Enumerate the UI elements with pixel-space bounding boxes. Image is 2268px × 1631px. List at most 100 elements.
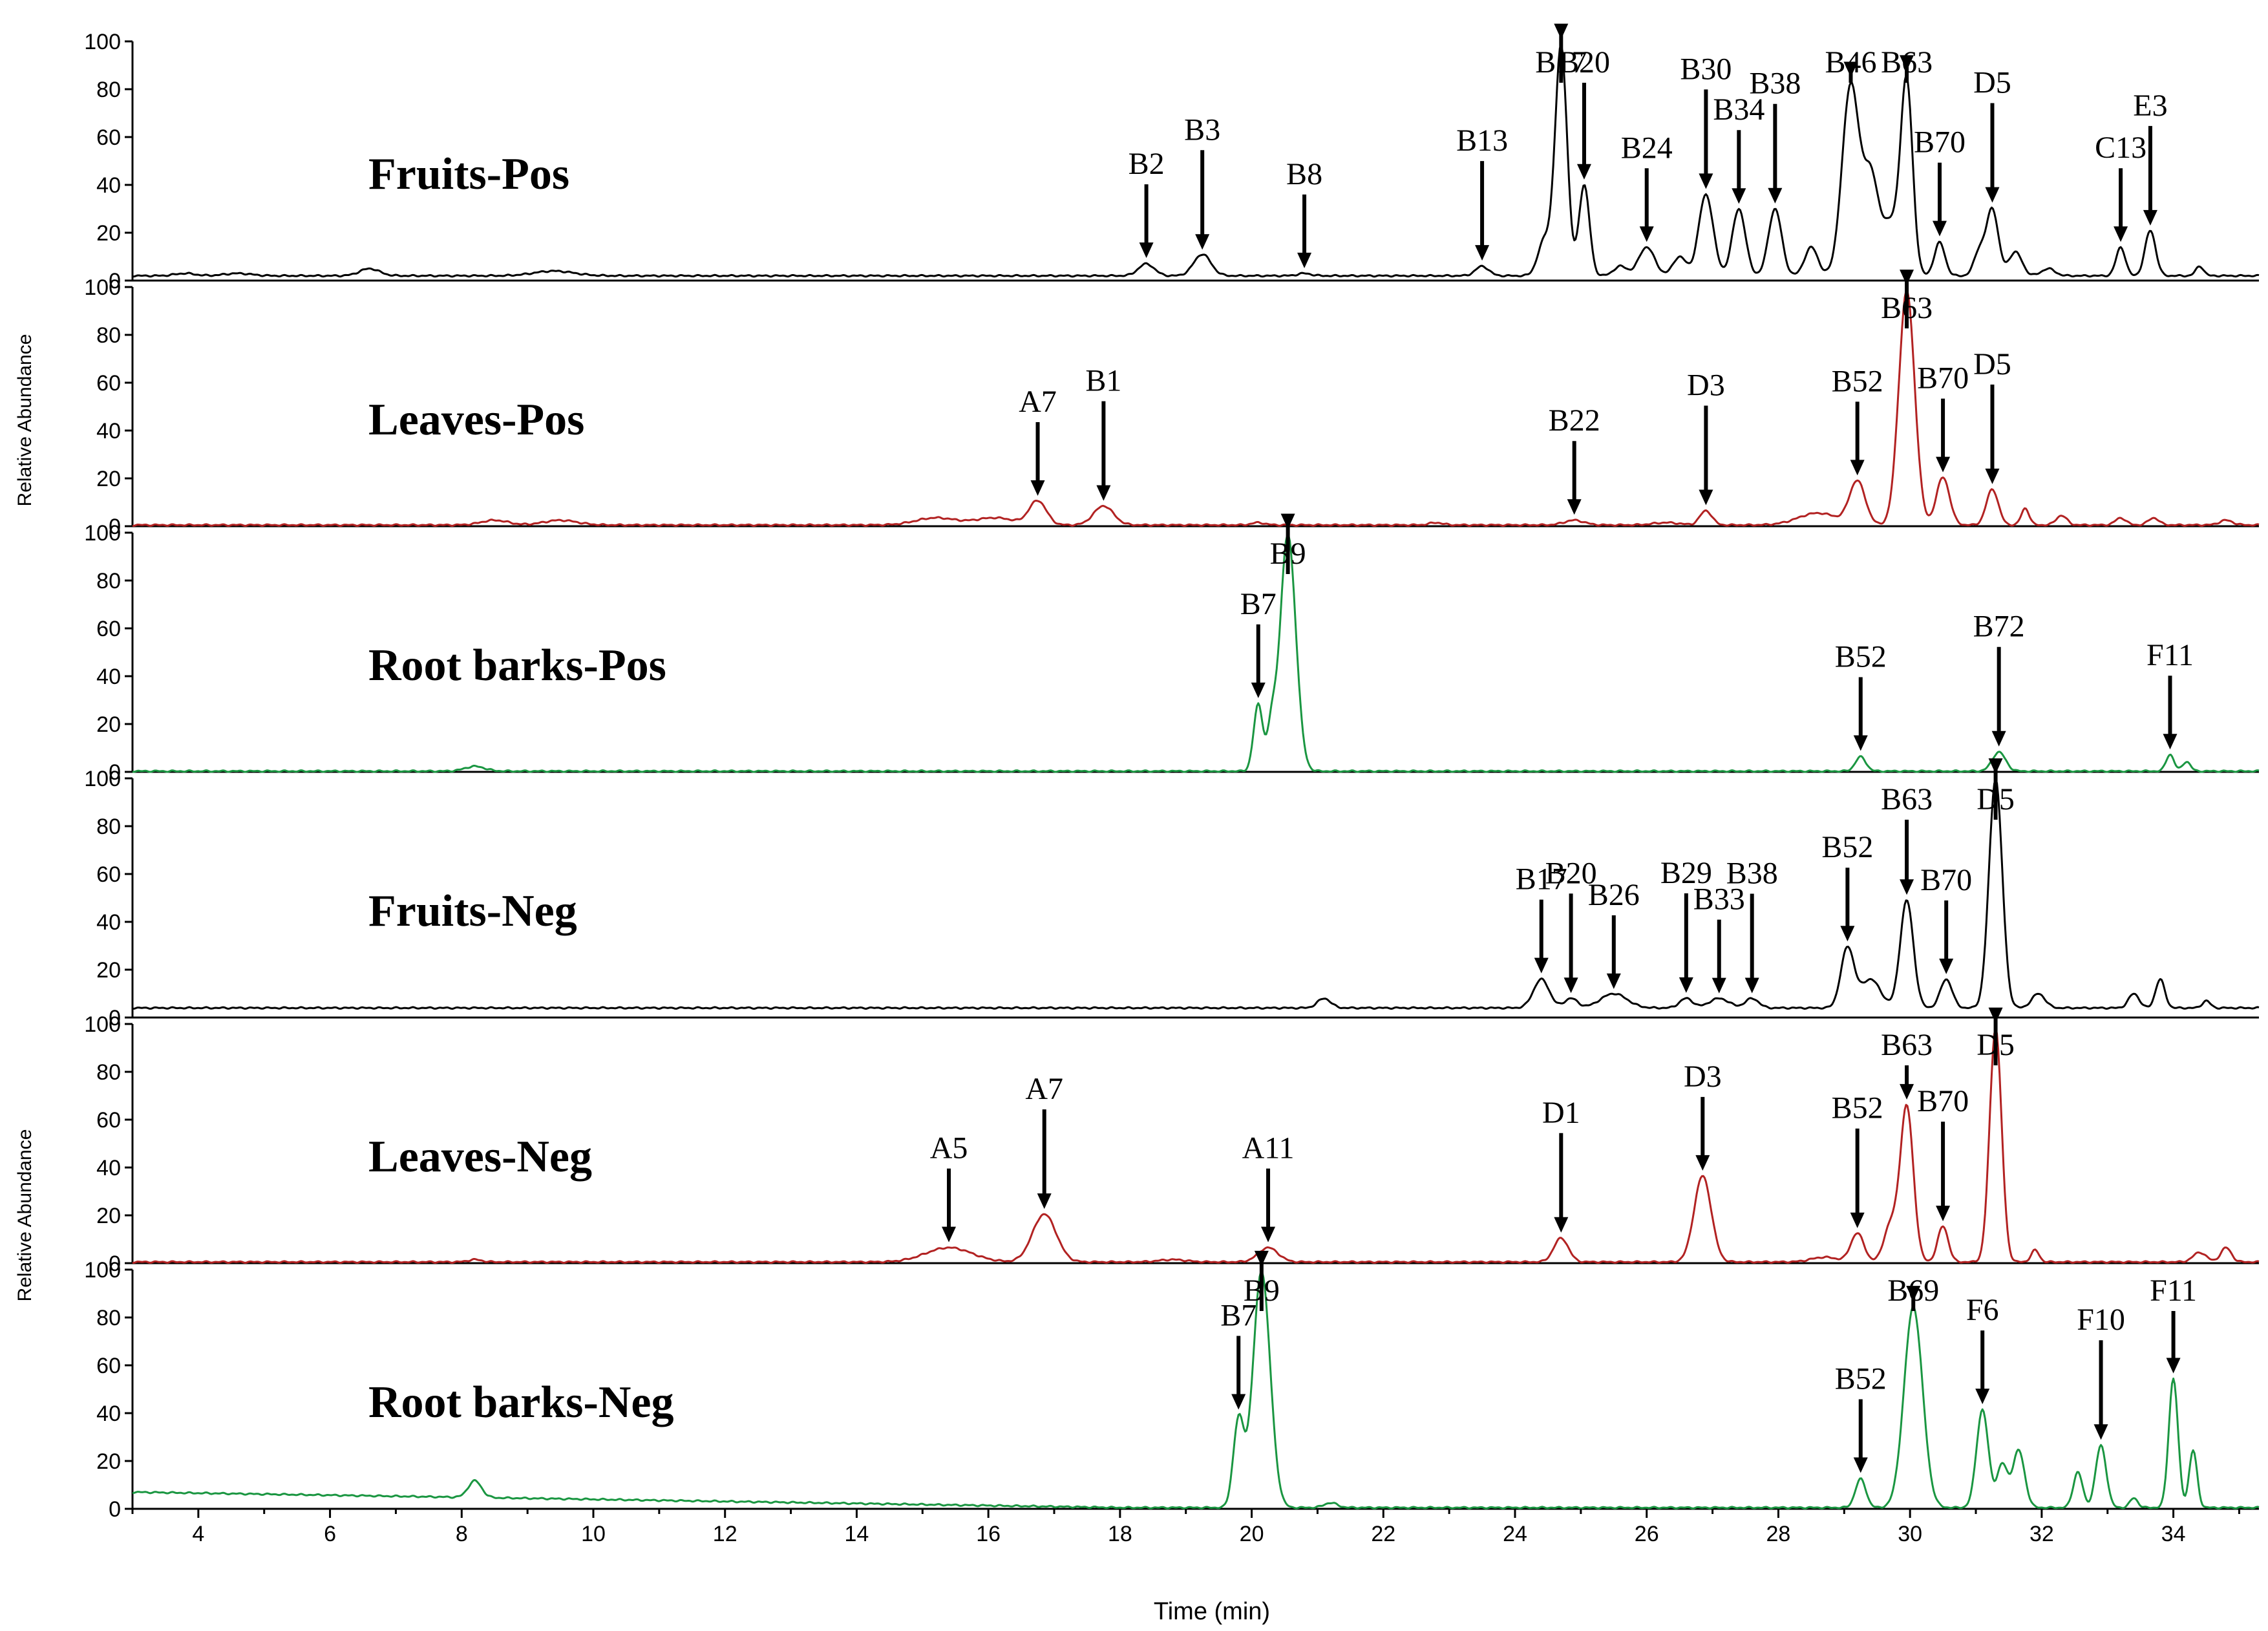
- peak-label: B52: [1832, 364, 1883, 398]
- y-axis-label-lower: Relative Abundance: [14, 1129, 36, 1302]
- peak-annotation-b63: B63: [1881, 45, 1933, 83]
- peak-annotation-b46: B46: [1825, 45, 1876, 83]
- x-tick-label: 8: [456, 1522, 468, 1546]
- peak-annotation-b24: B24: [1621, 131, 1673, 242]
- arrow-head: [1475, 245, 1490, 261]
- peak-annotation-d3: D3: [1684, 1060, 1722, 1171]
- arrow-head: [1695, 1155, 1710, 1171]
- peak-annotation-b34: B34: [1713, 92, 1765, 204]
- arrow-head: [1906, 1286, 1921, 1302]
- y-tick-label: 40: [96, 1402, 121, 1426]
- x-tick-label: 32: [2030, 1522, 2054, 1546]
- x-tick-label: 18: [1108, 1522, 1132, 1546]
- arrow-head: [1936, 1206, 1951, 1222]
- panel-title: Root barks-Pos: [368, 641, 666, 690]
- peak-label: D5: [1977, 1028, 2015, 1062]
- y-tick-label: 100: [84, 275, 121, 300]
- trace-line: [132, 1027, 2260, 1264]
- peak-annotation-d1: D1: [1542, 1096, 1580, 1233]
- peak-label: B63: [1881, 1028, 1933, 1062]
- y-tick-label: 60: [96, 125, 121, 150]
- peak-label: F11: [2150, 1274, 2197, 1308]
- peak-label: A7: [1019, 385, 1057, 419]
- peak-label: B70: [1920, 863, 1972, 897]
- peak-annotation-d5: D5: [1973, 347, 2011, 484]
- arrow-head: [1096, 485, 1111, 501]
- peak-annotation-b33: B33: [1693, 882, 1745, 994]
- y-tick-label: 60: [96, 1354, 121, 1378]
- peak-annotation-b70: B70: [1917, 361, 1969, 473]
- trace-line: [132, 778, 2260, 1010]
- arrow-head: [1936, 456, 1951, 473]
- arrow-head: [1139, 242, 1154, 259]
- y-tick-label: 20: [96, 958, 121, 983]
- arrow-head: [1576, 164, 1591, 180]
- y-tick-label: 100: [84, 521, 121, 546]
- y-tick-label: 0: [109, 1497, 121, 1522]
- arrow-head: [1985, 468, 2000, 484]
- arrow-head: [1975, 1389, 1990, 1405]
- peak-label: B3: [1184, 112, 1220, 147]
- peak-annotation-b3: B3: [1184, 112, 1220, 250]
- y-tick-label: 100: [84, 30, 121, 54]
- peak-label: B17: [1535, 45, 1587, 80]
- peak-label: B29: [1660, 856, 1712, 890]
- arrow-head: [1195, 234, 1210, 250]
- y-tick-label: 100: [84, 1012, 121, 1037]
- peak-annotation-b13: B13: [1456, 123, 1508, 261]
- panel-fruits-neg: 020406080100Fruits-NegB17B20B26B29B33B38…: [84, 758, 2260, 1030]
- x-tick-label: 6: [324, 1522, 336, 1546]
- peak-annotation-b63: B63: [1881, 270, 1933, 328]
- peak-label: B63: [1881, 45, 1933, 80]
- peak-annotation-b63: B63: [1881, 782, 1933, 895]
- arrow-head: [1679, 977, 1693, 993]
- arrow-head: [1699, 173, 1713, 189]
- peak-annotation-b17: B17: [1516, 862, 1567, 974]
- y-tick-label: 40: [96, 1156, 121, 1180]
- peak-label: B38: [1749, 67, 1801, 101]
- peak-label: C13: [2095, 131, 2146, 165]
- arrow-head: [1991, 730, 2006, 747]
- peak-annotation-a5: A5: [930, 1131, 968, 1242]
- peak-label: D1: [1542, 1096, 1580, 1130]
- y-tick-label: 100: [84, 1258, 121, 1283]
- arrow-head: [1843, 61, 1858, 78]
- peak-label: B52: [1832, 1091, 1883, 1125]
- peak-label: B52: [1835, 1362, 1887, 1396]
- peak-annotation-b30: B30: [1680, 52, 1732, 189]
- peak-annotation-b52: B52: [1821, 830, 1873, 942]
- peak-label: B9: [1244, 1274, 1280, 1308]
- peak-annotation-b8: B8: [1286, 157, 1322, 268]
- peak-annotation-b9: B9: [1244, 1250, 1280, 1311]
- peak-label: D3: [1687, 368, 1725, 403]
- peak-annotation-b70: B70: [1920, 863, 1972, 974]
- peak-label: B22: [1549, 403, 1600, 438]
- trace-line: [132, 1271, 2260, 1509]
- arrow-head: [1900, 879, 1914, 895]
- panel-title: Fruits-Pos: [368, 149, 569, 199]
- y-tick-label: 40: [96, 173, 121, 198]
- peak-label: F11: [2146, 638, 2194, 672]
- peak-annotation-b63: B63: [1881, 1028, 1933, 1100]
- peak-label: B52: [1835, 639, 1887, 674]
- peak-annotation-d5: D5: [1977, 1007, 2015, 1065]
- peak-annotation-b22: B22: [1549, 403, 1600, 515]
- arrow-head: [1985, 187, 2000, 203]
- x-tick-label: 30: [1898, 1522, 1922, 1546]
- peak-label: A11: [1242, 1131, 1295, 1166]
- arrow-head: [1534, 957, 1549, 974]
- arrow-head: [1840, 926, 1855, 942]
- peak-annotation-a11: A11: [1242, 1131, 1295, 1242]
- x-tick-label: 10: [581, 1522, 606, 1546]
- y-tick-label: 20: [96, 221, 121, 246]
- peak-annotation-d5: D5: [1977, 758, 2015, 820]
- peak-annotation-a7: A7: [1025, 1072, 1063, 1210]
- arrow-head: [1297, 252, 1312, 268]
- arrow-head: [1768, 187, 1783, 204]
- peak-label: B70: [1917, 1084, 1969, 1118]
- arrow-head: [2166, 1358, 2181, 1374]
- arrow-head: [2114, 226, 2128, 242]
- arrow-head: [1939, 958, 1954, 974]
- peak-annotation-b52: B52: [1832, 1091, 1883, 1228]
